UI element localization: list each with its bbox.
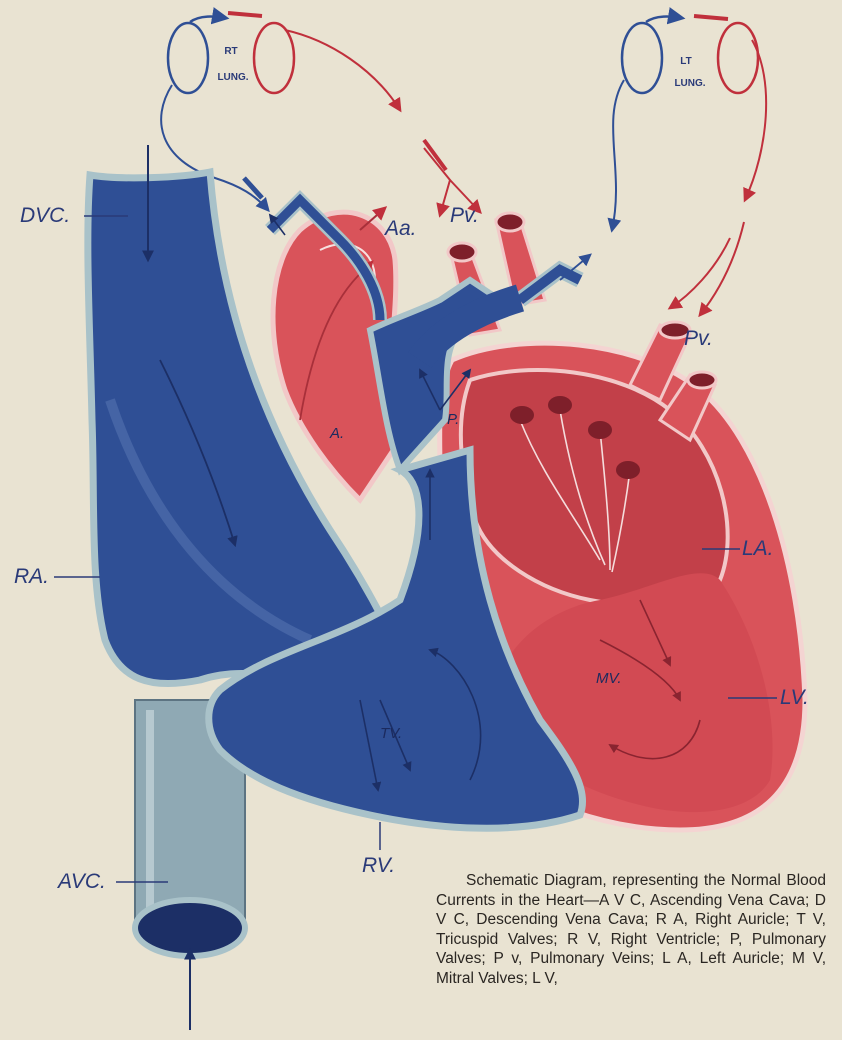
lv-label: LV. bbox=[780, 686, 809, 709]
tv-label: TV. bbox=[380, 725, 402, 742]
figure-caption: Schematic Diagram, representing the Norm… bbox=[436, 871, 826, 988]
rt-lung-label-line1: RT bbox=[224, 46, 237, 57]
p-label: P. bbox=[447, 411, 459, 428]
rt-lung-label-line2: LUNG. bbox=[217, 72, 248, 83]
avc-label: AVC. bbox=[56, 870, 106, 893]
mv-label: MV. bbox=[596, 670, 622, 687]
ra-label: RA. bbox=[14, 565, 49, 588]
lt-lung-label-line1: LT bbox=[680, 56, 691, 67]
rv-label: RV. bbox=[362, 854, 395, 877]
aa-label: Aa. bbox=[383, 217, 417, 240]
lt-lung-label-line2: LUNG. bbox=[674, 78, 705, 89]
dvc-label: DVC. bbox=[20, 204, 70, 227]
left-lung-loop: LT LUNG. bbox=[612, 16, 766, 315]
a-label: A. bbox=[329, 425, 344, 442]
pv-right-label: Pv. bbox=[684, 327, 713, 350]
la-label: LA. bbox=[742, 537, 774, 560]
pv-top-label: Pv. bbox=[450, 204, 479, 227]
